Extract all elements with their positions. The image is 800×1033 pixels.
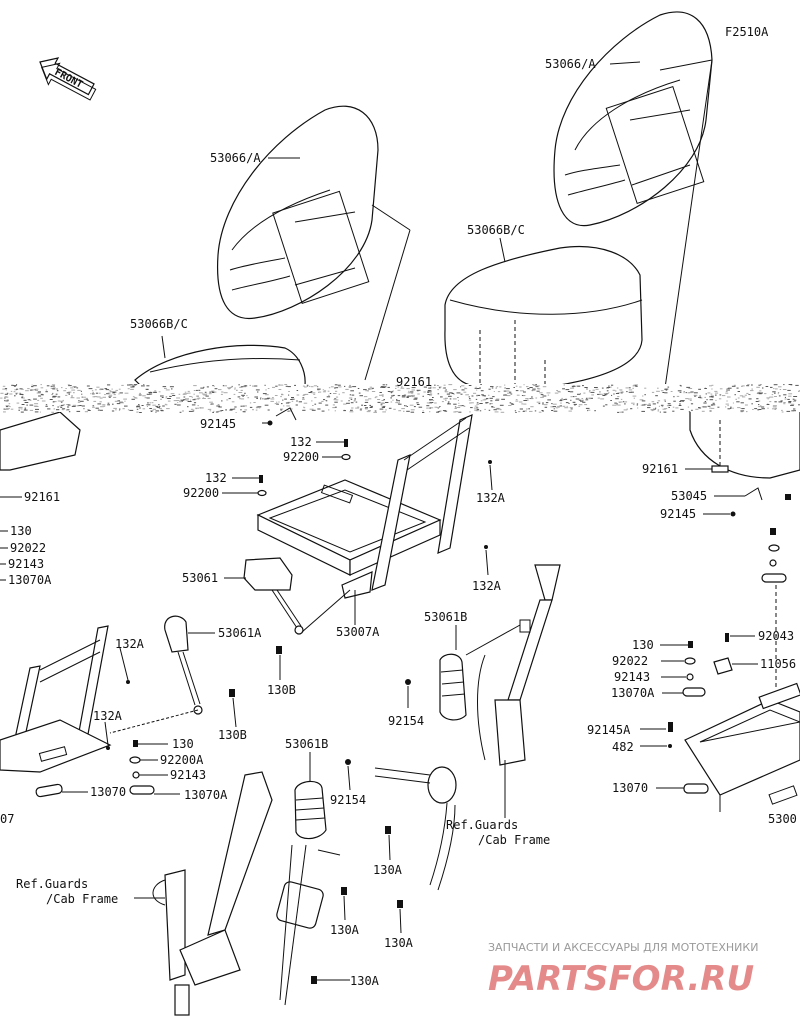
label-13070a-a: 13070A <box>184 788 228 802</box>
label-13070-a: 13070 <box>90 785 126 799</box>
label-92200-b: 92200 <box>183 486 219 500</box>
label-cab-frame-center: /Cab Frame <box>478 833 550 847</box>
label-92200a: 92200A <box>160 753 204 767</box>
label-130a-a: 130A <box>330 923 360 937</box>
label-132a-d: 132A <box>472 579 502 593</box>
seat-frame-right <box>684 682 800 812</box>
label-92161-center: 92161 <box>396 375 432 389</box>
label-13070a-left: 13070A <box>8 573 52 587</box>
label-13070-right: 13070 <box>612 781 648 795</box>
scan-noise-band <box>0 384 800 413</box>
label-130b-a: 130B <box>267 683 296 697</box>
label-ref-guards-center: Ref.Guards <box>446 818 518 832</box>
seat-partial-far-left <box>0 411 81 471</box>
label-07: 07 <box>0 812 14 826</box>
seat-back-left <box>216 105 379 320</box>
label-53045: 53045 <box>671 489 707 503</box>
label-92145-right: 92145 <box>660 507 696 521</box>
label-130b-b: 130B <box>218 728 247 742</box>
label-92161-left: 92161 <box>24 490 60 504</box>
label-132a-e: 132A <box>115 637 145 651</box>
label-92022-left: 92022 <box>10 541 46 555</box>
label-92143-left: 92143 <box>8 557 44 571</box>
label-92143-right: 92143 <box>614 670 650 684</box>
label-132-a: 132 <box>290 435 312 449</box>
label-53066bc-left: 53066B/C <box>130 317 188 331</box>
label-53061a: 53061A <box>218 626 262 640</box>
seat-frame-left <box>0 625 112 773</box>
label-53061b-a: 53061B <box>285 737 328 751</box>
label-92145-top: 92145 <box>200 417 236 431</box>
label-92154-b: 92154 <box>388 714 424 728</box>
diagram-id: F2510A <box>725 25 769 39</box>
label-cab-frame-left: /Cab Frame <box>46 892 118 906</box>
label-11056: 11056 <box>760 657 796 671</box>
seat-belt-retractor-center <box>374 564 561 891</box>
label-53007a: 53007A <box>336 625 380 639</box>
seat-belt-buckle-53061 <box>243 557 304 635</box>
label-92145a: 92145A <box>587 723 631 737</box>
seat-bottom-right <box>444 245 643 386</box>
label-53066bc-right: 53066B/C <box>467 223 525 237</box>
label-130-right: 130 <box>632 638 654 652</box>
label-132-b: 132 <box>205 471 227 485</box>
front-arrow-icon: FRONT <box>39 57 97 101</box>
label-53066a-right: 53066/A <box>545 57 596 71</box>
label-13070a-right: 13070A <box>611 686 655 700</box>
label-130a-c: 130A <box>373 863 403 877</box>
label-92154-a: 92154 <box>330 793 366 807</box>
seat-belt-buckle-53061a <box>164 615 203 715</box>
watermark-tagline: ЗАПЧАСТИ И АКСЕССУАРЫ ДЛЯ МОТОТЕХНИКИ <box>488 941 758 954</box>
label-92043: 92043 <box>758 629 794 643</box>
label-92143-a: 92143 <box>170 768 206 782</box>
seat-frame-center <box>256 414 473 599</box>
label-130a-d: 130A <box>384 936 414 950</box>
seat-bottom-left <box>134 344 306 386</box>
label-92200-a: 92200 <box>283 450 319 464</box>
label-132a-c: 132A <box>476 491 506 505</box>
label-92022-right: 92022 <box>612 654 648 668</box>
label-92161-right: 92161 <box>642 462 678 476</box>
seat-back-right <box>553 11 713 227</box>
watermark-logo: PARTSFOR.RU <box>488 959 754 999</box>
label-53061b-b: 53061B <box>424 610 467 624</box>
label-130-left: 130 <box>10 524 32 538</box>
label-130a-b: 130A <box>350 974 380 988</box>
label-130-a: 130 <box>172 737 194 751</box>
label-ref-guards-left: Ref.Guards <box>16 877 88 891</box>
label-53061: 53061 <box>182 571 218 585</box>
seat-belt-retractor-left <box>152 771 341 1016</box>
label-482: 482 <box>612 740 634 754</box>
label-132a-f: 132A <box>93 709 123 723</box>
label-5300: 5300 <box>768 812 797 826</box>
label-53066a-left: 53066/A <box>210 151 261 165</box>
